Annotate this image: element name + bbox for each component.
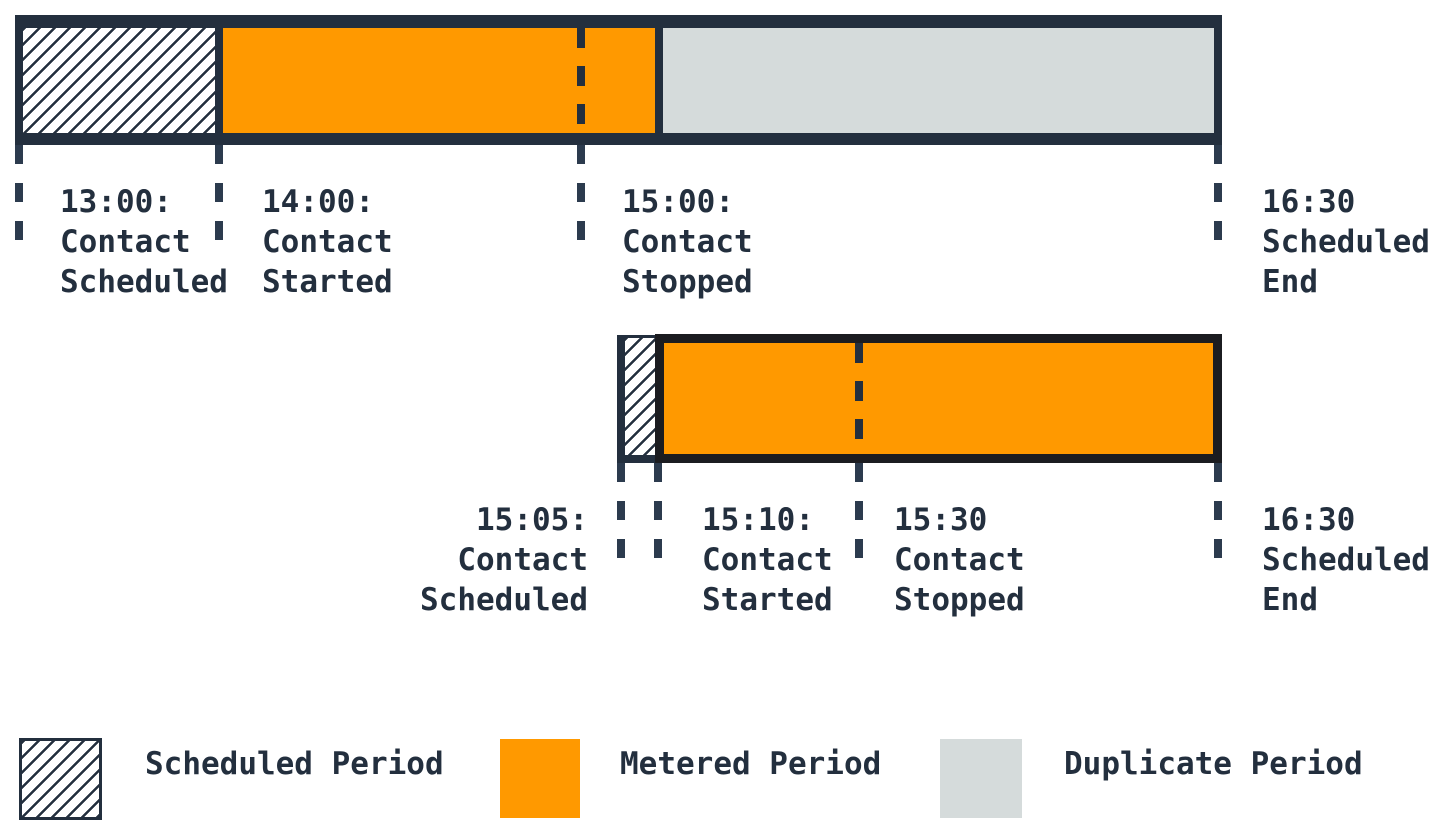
timeline-1-duplicate-period-segment [663, 28, 1214, 133]
legend-scheduled-period-label: Scheduled Period [145, 746, 444, 782]
timeline-1-tick-16-30 [1214, 145, 1222, 242]
timeline-1-scheduled-period-segment [23, 28, 215, 133]
timeline-2-tick-15-05 [617, 463, 625, 560]
timeline-2-metered-period-segment [655, 334, 1222, 463]
timeline-2-scheduled-period-segment [625, 338, 655, 455]
legend-scheduled-period-swatch [19, 738, 102, 820]
timeline-1-tick-13-00 [15, 145, 23, 242]
timeline-1-label-contact-stopped: 15:00: Contact Stopped [622, 184, 753, 300]
timeline-1-tick-15-00 [577, 145, 585, 242]
timeline-1-contact-stopped-dashed-line [577, 28, 585, 133]
timeline-2-tick-15-10 [654, 463, 662, 560]
timeline-2-tick-16-30 [1214, 463, 1222, 560]
timeline-1-contact-started-divider [215, 28, 223, 133]
timeline-2-label-scheduled-end: 16:30 Scheduled End [1262, 502, 1430, 618]
timeline-1-label-scheduled-end: 16:30 Scheduled End [1262, 184, 1430, 300]
timeline-1-metered-period-segment [223, 28, 655, 133]
legend-metered-period-label: Metered Period [620, 746, 882, 782]
legend-metered-period-swatch [500, 739, 580, 818]
timeline-1-label-contact-started: 14:00: Contact Started [262, 184, 393, 300]
timeline-1-tick-14-00 [215, 145, 223, 242]
legend-duplicate-period-swatch [940, 739, 1022, 818]
timeline-2-label-contact-scheduled: 15:05: Contact Scheduled [420, 502, 588, 618]
legend-duplicate-period-label: Duplicate Period [1064, 746, 1363, 782]
timeline-1-metered-duplicate-divider [655, 28, 663, 133]
timeline-1-label-contact-scheduled: 13:00: Contact Scheduled [60, 184, 228, 300]
timeline-2-label-contact-started: 15:10: Contact Started [702, 502, 833, 618]
timeline-2-contact-stopped-dashed-line [855, 343, 863, 454]
timeline-2-label-contact-stopped: 15:30 Contact Stopped [894, 502, 1025, 618]
timeline-2-tick-15-30 [855, 463, 863, 560]
